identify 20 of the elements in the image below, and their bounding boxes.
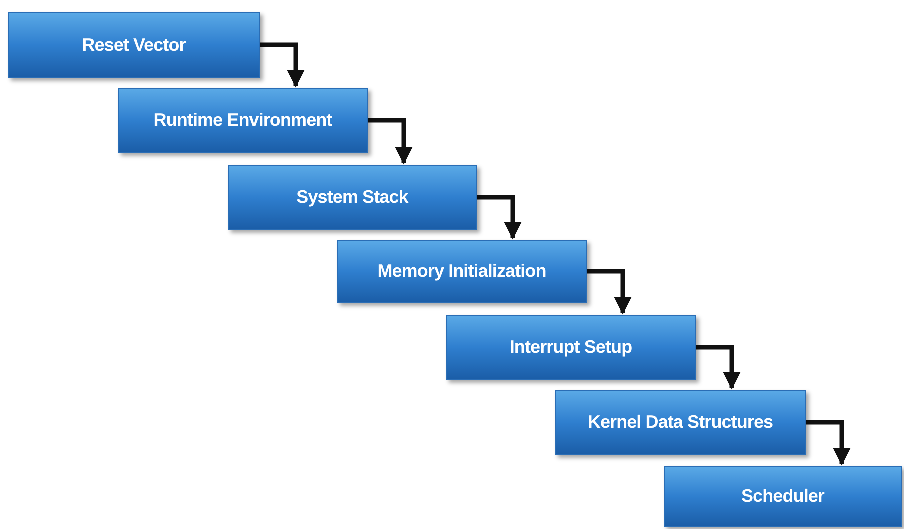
arrow <box>368 118 413 165</box>
step-box <box>118 88 368 153</box>
arrow <box>260 42 305 88</box>
step-box <box>446 315 696 380</box>
step-box <box>228 165 477 230</box>
step-box <box>555 390 806 455</box>
step-label: Runtime Environment <box>154 109 332 132</box>
arrow <box>477 195 522 240</box>
arrow <box>806 420 851 466</box>
step-label: Reset Vector <box>82 34 186 56</box>
step-label: Interrupt Setup <box>510 336 632 359</box>
step-box <box>8 12 260 78</box>
step-box <box>664 466 902 527</box>
step-label: Scheduler <box>742 485 824 508</box>
arrow <box>696 345 741 390</box>
step-label: Memory Initialization <box>378 260 546 283</box>
step-box <box>337 240 587 303</box>
step-label: System Stack <box>296 186 408 209</box>
step-label: Kernel Data Structures <box>588 411 774 434</box>
arrow <box>587 269 632 315</box>
